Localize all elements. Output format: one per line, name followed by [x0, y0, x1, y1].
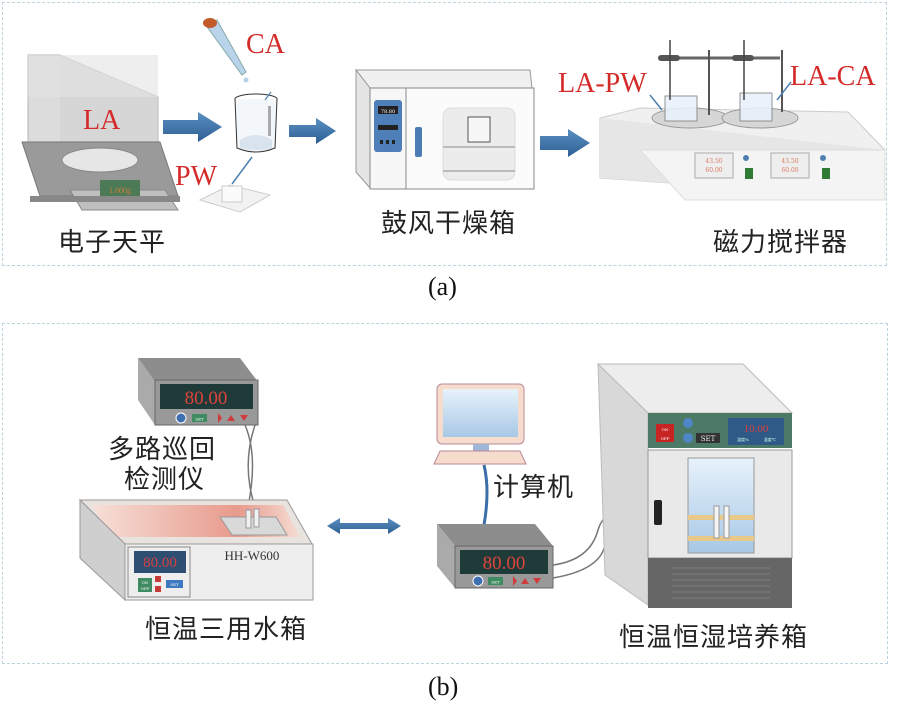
- inspector-display: [160, 384, 253, 409]
- inspector-reading: 80.00: [185, 388, 228, 409]
- stirrer-reading-bottom: 60.00: [781, 167, 798, 174]
- oven-illustration: 78.80: [354, 68, 535, 190]
- oven-reading: 78.80: [381, 109, 395, 115]
- arrow-icon: [540, 129, 590, 157]
- bidirectional-arrow-icon: [327, 518, 401, 534]
- ca-label: CA: [246, 29, 285, 60]
- temperature-label: 温度℃: [764, 436, 777, 442]
- oven-name: 鼓风干燥箱: [381, 209, 517, 239]
- stirrer-reading-bottom: 60.00: [705, 167, 722, 174]
- humidity-label: 湿度%: [737, 436, 749, 442]
- oven-handle: [415, 127, 422, 157]
- on-label: ON: [142, 580, 149, 585]
- stirrer-display-2: [770, 152, 810, 179]
- on-label: ON: [662, 427, 669, 432]
- computer-illustration: [433, 383, 527, 526]
- arrow-icon: [289, 118, 336, 144]
- balance-name: 电子天平: [58, 228, 167, 258]
- caption-b: (b): [428, 672, 459, 701]
- power-switch-icon: [822, 168, 830, 179]
- off-label: OFF: [141, 586, 150, 591]
- logger-display: [460, 550, 548, 574]
- stirrer-reading-top: 43.50: [781, 158, 798, 165]
- on-off-button: [138, 578, 152, 592]
- dropper-icon: [203, 18, 217, 28]
- water-bath-display: [134, 551, 186, 573]
- inspector-name-line1: 多路巡回: [108, 435, 217, 465]
- on-off-button: [656, 424, 674, 442]
- model-label: HH-W600: [225, 548, 280, 563]
- logger-reading: 80.00: [483, 553, 526, 574]
- incubator-name: 恒温恒湿培养箱: [619, 623, 809, 653]
- caption-a: (a): [428, 272, 457, 301]
- la-label: LA: [83, 105, 121, 136]
- set-button: SET: [195, 417, 204, 422]
- set-button: SET: [701, 435, 716, 443]
- water-bath-reading: 80.00: [143, 555, 177, 571]
- incubator-illustration: ON OFF SET 10.00 湿度% 温度℃: [596, 362, 794, 608]
- power-switch-icon: [745, 168, 753, 179]
- water-bath-name: 恒温三用水箱: [145, 615, 308, 645]
- off-label: OFF: [661, 436, 670, 441]
- balance-illustration: 1.000g: [21, 54, 180, 211]
- stirrer-display-1: [694, 152, 734, 179]
- beaker-illustration: [198, 18, 278, 213]
- pw-label: PW: [175, 161, 217, 192]
- panel-a: [2, 2, 887, 266]
- logger-illustration: 80.00 SET: [437, 499, 651, 589]
- incubator-handle: [654, 500, 662, 525]
- la-ca-label: LA-CA: [790, 61, 876, 92]
- panel-b: [2, 323, 888, 664]
- up-button-icon: [683, 418, 693, 428]
- la-pw-label: LA-PW: [558, 68, 647, 99]
- set-button: SET: [491, 580, 500, 585]
- computer-screen: [443, 389, 518, 437]
- stirrer-reading-top: 43.50: [705, 158, 722, 165]
- computer-name: 计算机: [493, 473, 575, 503]
- incubator-reading: 10.00: [744, 423, 769, 435]
- set-button: SET: [170, 582, 179, 587]
- incubator-display: [728, 418, 784, 445]
- arrow-icon: [163, 112, 222, 142]
- down-button-icon: [683, 433, 693, 443]
- inspector-name-line2: 检测仪: [124, 465, 206, 495]
- stirrer-name: 磁力搅拌器: [713, 228, 849, 258]
- balance-display: [100, 180, 140, 198]
- stirrer-illustration: 43.50 60.00 43.50 60.00: [599, 40, 886, 201]
- balance-reading: 1.000g: [109, 186, 131, 195]
- water-bath-illustration: 80.00 ON OFF SET HH-W600: [78, 498, 314, 602]
